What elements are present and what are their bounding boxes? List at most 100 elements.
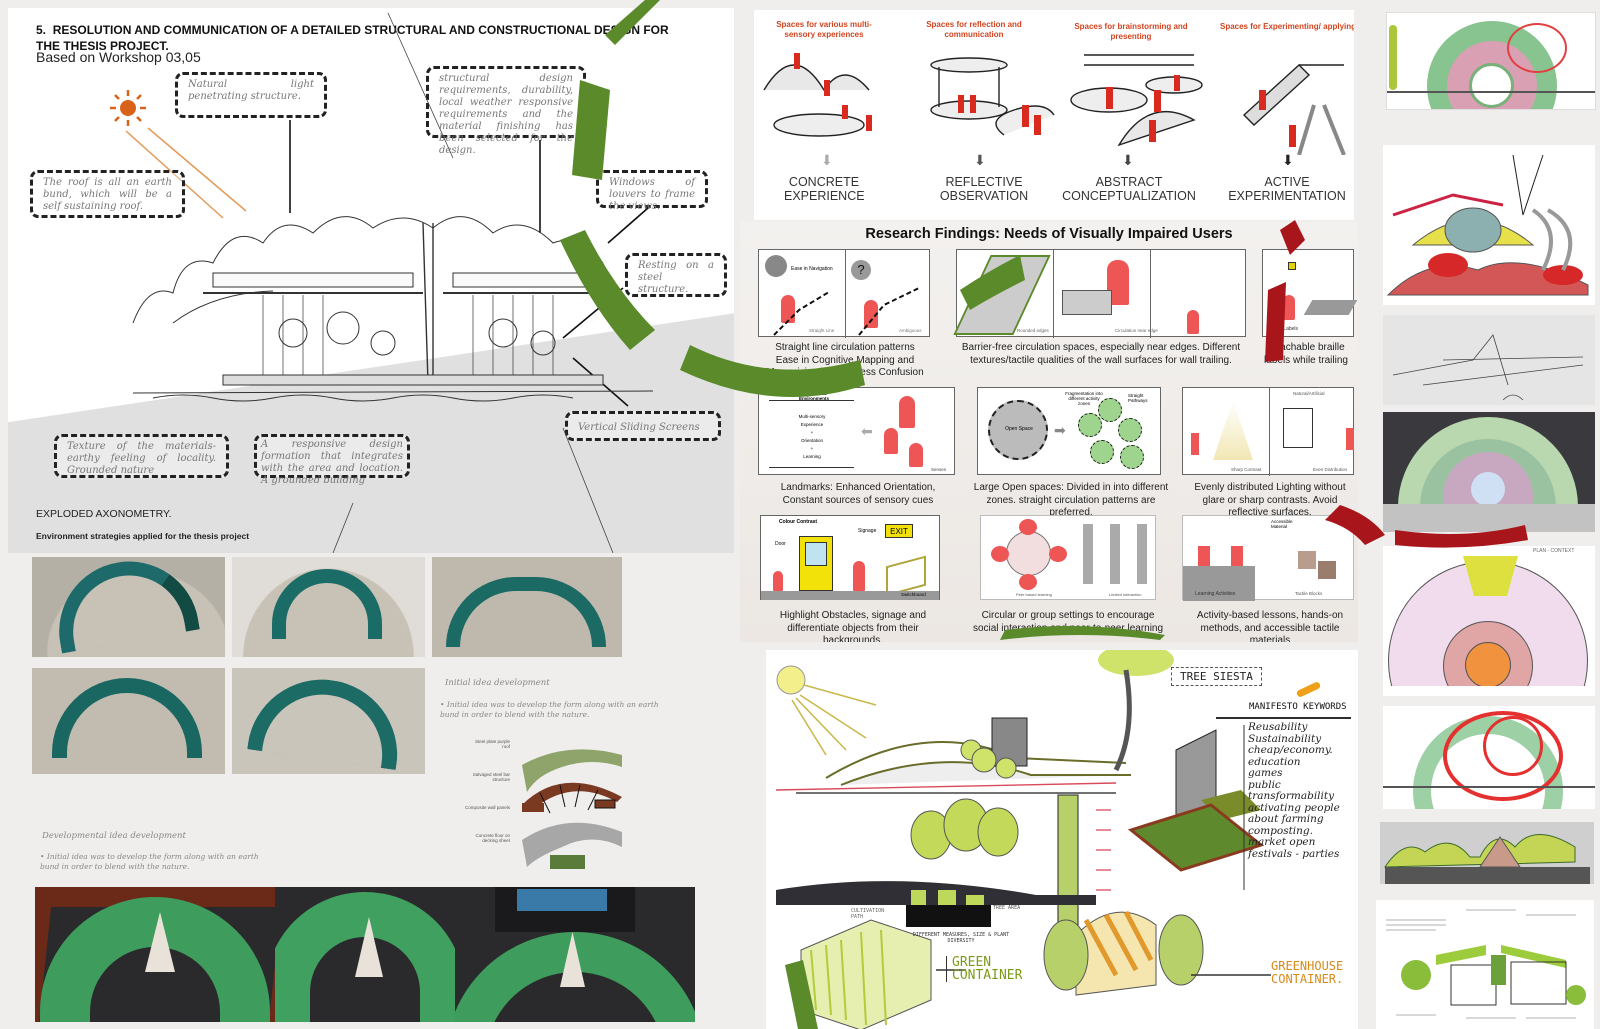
finding-7-image: Colour Contrast Door Signage EXIT Switch…	[760, 515, 940, 600]
note-tree-area: TREE AREA	[993, 905, 1021, 911]
callout-roof: The roof is all an earth bund, which wil…	[30, 170, 185, 218]
tag-peer-based-learning: Peer based learning	[1016, 592, 1052, 597]
finding-1-image: ? Ease in Navigation Straight Line Ambig…	[758, 249, 930, 338]
concept-sketch	[775, 650, 1351, 1029]
section-subheading: Based on Workshop 03,05	[36, 49, 201, 65]
line-sketch-drawing	[1392, 334, 1584, 401]
learning-cycle-illustrations	[763, 53, 1346, 155]
callout-windows: Windows of louvers to frame the views.	[596, 170, 708, 212]
finding-2-caption: Barrier-free circulation spaces, especia…	[961, 342, 1241, 366]
tag-ambiguous: Ambiguous	[899, 328, 922, 333]
tag-open-space: Open Space	[1005, 426, 1033, 432]
finding-5-image: Open Space ➡ Fragmentation into differen…	[977, 387, 1161, 475]
site-plan-sketch-2	[1383, 706, 1595, 809]
stage-caption-3: Spaces for brainstorming and presenting	[1074, 22, 1188, 41]
stage-caption-1: Spaces for various multi-sensory experie…	[776, 20, 872, 39]
tag-limited-interaction: Limited interaction	[1109, 592, 1142, 597]
section-heading: 5. RESOLUTION AND COMMUNICATION OF A DET…	[36, 23, 669, 54]
keyword: activating people about farming	[1248, 801, 1340, 826]
keyword: cheap/economy.	[1248, 744, 1333, 757]
landform-section-sketch	[1380, 822, 1594, 884]
model-photo-5	[232, 668, 425, 774]
tag-straight-line: Straight Line	[809, 328, 835, 333]
tag-even-distribution: Even Distribution	[1313, 467, 1348, 472]
keyword: games	[1248, 767, 1283, 780]
learning-cycle-panel: Spaces for various multi-sensory experie…	[754, 10, 1354, 220]
model-photo-1	[32, 557, 225, 657]
line-sketch	[1383, 315, 1595, 405]
manifesto-title: MANIFESTO KEYWORDS	[1249, 702, 1347, 712]
keyword: transformability	[1248, 790, 1335, 803]
tag-educational-environments: Educational Environments	[798, 391, 829, 401]
section-sketch-drawing	[1386, 154, 1589, 296]
tag-door: Door	[775, 541, 786, 547]
developmental-idea-bullet: • Initial idea was to develop the form a…	[40, 852, 259, 871]
finding-3-caption: Reachable braille labels while trailing	[1264, 342, 1348, 366]
tag-straight-pathways: Straight Pathways	[1128, 393, 1148, 403]
finding-4-image: Educational Environments Multi-sensory E…	[758, 387, 955, 475]
keyword: education	[1248, 755, 1301, 768]
section-sketch-colored	[1383, 145, 1595, 305]
note-plant-diversity: DIFFERENT MEASURES, SIZE & PLANT DIVERSI…	[912, 932, 1010, 944]
sun-rays	[125, 127, 247, 219]
keyword: composting.	[1248, 824, 1313, 837]
finding-9-image: Learning Activities Accessible Material …	[1182, 515, 1354, 601]
green-container-label: GREEN CONTAINER	[946, 956, 1031, 982]
arrow-left-icon: ⬅	[861, 423, 873, 439]
callout-natural-light: Natural light penetrating structure.	[175, 72, 327, 118]
exploded-axonometry-title: EXPLODED AXONOMETRY.	[36, 508, 172, 520]
stage-label-reflective-observation: REFLECTIVE OBSERVATION	[939, 175, 1029, 204]
manifesto-keywords: Reusability Sustainability cheap/economy…	[1248, 721, 1358, 861]
tag-signage: Signage	[858, 528, 877, 534]
model-photo-2	[232, 557, 425, 657]
stage-label-abstract-conceptualization: ABSTRACT CONCEPTUALIZATION	[1062, 175, 1196, 204]
open-space-circle	[988, 400, 1048, 460]
building-section-sketch	[132, 216, 654, 402]
tag-multisensory-list: Multi-sensory Experience+Orientation+Lea…	[798, 414, 826, 460]
callout-sliding-screens: Vertical Sliding Screens	[565, 411, 721, 441]
perspective-section-sketch	[1376, 900, 1594, 1029]
exit-sign: EXIT	[885, 524, 913, 538]
finding-3-image: Braille Labels	[1262, 249, 1358, 337]
arrow-down-icon: ⬇	[974, 152, 986, 168]
callout-texture: Texture of the materials- earthy feeling…	[54, 434, 229, 478]
finding-6-caption: Evenly distributed Lighting without glar…	[1194, 482, 1346, 518]
tag-colour-contrast: Colour Contrast	[779, 519, 818, 525]
keyword: Reusability	[1248, 721, 1308, 733]
research-title: Research Findings: Needs of Visually Imp…	[865, 226, 1233, 242]
finding-7-caption: Highlight Obstacles, signage and differe…	[779, 610, 927, 642]
tag-braille-labels: Braille Labels	[1268, 326, 1299, 332]
model-photo-4	[32, 668, 225, 774]
stage-label-active-experimentation: ACTIVE EXPERIMENTATION	[1228, 175, 1346, 204]
plan-context-label: PLAN - CONTEXT	[1533, 548, 1575, 554]
keyword: market open	[1248, 836, 1316, 849]
question-icon: ?	[851, 260, 871, 280]
site-plan-photo	[1383, 412, 1595, 532]
initial-idea-title: Initial idea development	[445, 678, 550, 688]
finding-1-caption: Straight line circulation patterns Ease …	[766, 342, 924, 378]
tag-fragmentation: Fragmentation into different activity zo…	[1065, 391, 1103, 406]
sun-icon	[110, 90, 146, 126]
perspective-drawing	[1386, 909, 1586, 1019]
arrow-down-icon: ⬇	[821, 152, 833, 168]
note-cultivation-path: CULTIVATION PATH	[851, 908, 885, 920]
landform-drawing	[1384, 834, 1590, 884]
tag-wall-trailing: Rounded edges	[1017, 328, 1049, 333]
tag-learning-activities: Learning Activities	[1195, 591, 1236, 597]
arrow-down-icon: ⬇	[1282, 152, 1294, 168]
callout-structural-design: structural design requirements, durabili…	[426, 66, 586, 156]
environment-strategies-label: Environment strategies applied for the t…	[36, 531, 250, 541]
axo-label-roof: Steel plate purple roof	[474, 739, 510, 749]
arrow-down-icon: ⬇	[1122, 152, 1134, 168]
finding-6-image: Sharp Contrast Natural/Artificial Even D…	[1182, 387, 1354, 476]
keyword: public	[1248, 778, 1281, 791]
stage-label-concrete-experience: CONCRETE EXPERIENCE	[784, 175, 865, 204]
site-plan-sketch-1	[1386, 12, 1596, 110]
arrow-right-icon: ➡	[1054, 422, 1066, 438]
tag-ease-navigation: Ease in Navigation	[791, 266, 833, 272]
axo-label-structure: Salvaged steel bar structure	[472, 772, 510, 782]
left-board: 5. RESOLUTION AND COMMUNICATION OF A DET…	[8, 8, 734, 553]
research-findings-panel: Research Findings: Needs of Visually Imp…	[740, 222, 1358, 642]
axo-drawing	[522, 749, 622, 869]
plan-context-sketch: PLAN - CONTEXT	[1383, 546, 1595, 696]
